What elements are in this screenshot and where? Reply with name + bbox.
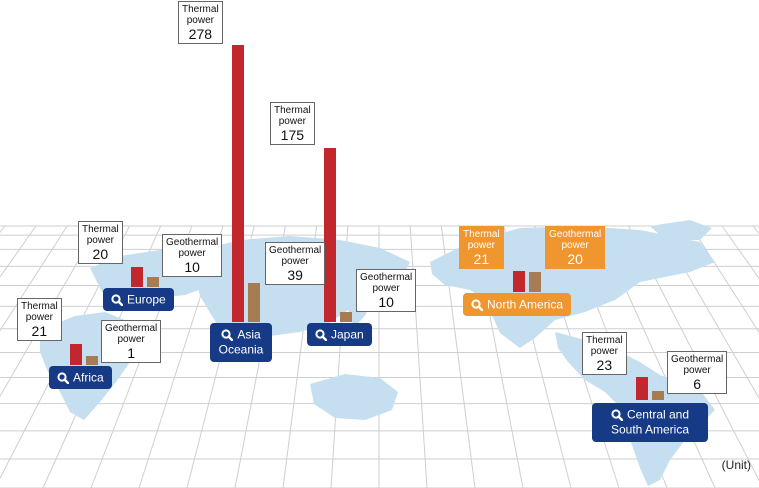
callout-value: 10 bbox=[378, 294, 394, 310]
region-button-africa[interactable]: Africa bbox=[49, 366, 112, 390]
bar-geothermal-north-america bbox=[529, 272, 541, 292]
region-button-north-america[interactable]: North America bbox=[463, 293, 572, 317]
grid-line bbox=[752, 225, 759, 235]
callout-label-line2: power bbox=[186, 15, 214, 26]
callout-label-line1: Thermal bbox=[463, 229, 500, 240]
callout-label-line2: power bbox=[278, 116, 306, 127]
callout-label-line1: Geothermal bbox=[671, 354, 724, 365]
magnifier-icon bbox=[221, 329, 234, 341]
callout-label-line2: power bbox=[178, 248, 206, 259]
callout-value: 21 bbox=[31, 323, 48, 339]
continent-greenland bbox=[650, 220, 712, 240]
callout-label-line2: power bbox=[86, 235, 114, 246]
bar-geothermal-central-and-south-america bbox=[652, 391, 664, 400]
callout-value: 23 bbox=[596, 357, 613, 373]
callout-label-line1: Geothermal bbox=[269, 245, 322, 256]
callout-value: 20 bbox=[567, 251, 583, 267]
callout-label-line2: power bbox=[281, 256, 309, 267]
callout-value: 20 bbox=[92, 246, 109, 262]
region-button-central-and-south-america[interactable]: Central and South America bbox=[592, 403, 708, 442]
callout-value: 10 bbox=[184, 259, 200, 275]
callout-label-line1: Thermal bbox=[182, 4, 219, 15]
callout-value: 21 bbox=[473, 251, 490, 267]
callout-label-line2: power bbox=[683, 365, 711, 376]
grid-line bbox=[0, 225, 37, 278]
region-button-label: Africa bbox=[73, 370, 104, 385]
bar-geothermal-europe bbox=[147, 277, 159, 287]
callout-label-line1: Thermal bbox=[586, 335, 623, 346]
region-button-label: Europe bbox=[127, 292, 166, 307]
callout-label-line1: Geothermal bbox=[166, 237, 219, 248]
callout-label-line1: Geothermal bbox=[105, 323, 158, 334]
callout-label-line2: power bbox=[117, 334, 145, 345]
grid-line bbox=[690, 225, 759, 334]
callout-label-line1: Thermal bbox=[21, 301, 58, 312]
unit-label: (Unit) bbox=[721, 458, 751, 472]
bar-thermal-north-america bbox=[513, 271, 525, 292]
callout-value: 39 bbox=[287, 267, 303, 283]
region-button-label: Asia Oceania bbox=[218, 327, 264, 357]
bar-thermal-africa bbox=[70, 344, 82, 365]
region-button-europe[interactable]: Europe bbox=[103, 288, 174, 312]
callout-label-line1: Geothermal bbox=[360, 272, 413, 283]
magnifier-icon bbox=[611, 409, 623, 421]
callout-value: 278 bbox=[188, 26, 213, 42]
region-button-label: North America bbox=[487, 297, 564, 312]
grid-line bbox=[721, 225, 759, 280]
callout-label-line1: Thermal bbox=[274, 105, 311, 116]
callout-label-line2: power bbox=[25, 312, 53, 323]
region-button-label: Central and South America bbox=[610, 407, 690, 437]
grid-line bbox=[409, 225, 428, 488]
bar-geothermal-asia-oceania bbox=[248, 283, 260, 322]
callout-label-line1: Geothermal bbox=[549, 229, 602, 240]
callout-label-line2: power bbox=[467, 240, 495, 251]
grid-line bbox=[0, 225, 99, 398]
magnifier-icon bbox=[111, 294, 123, 306]
callout-value: 1 bbox=[127, 345, 136, 361]
bar-geothermal-japan bbox=[340, 312, 352, 322]
callout-label-line2: power bbox=[590, 346, 618, 357]
bar-thermal-central-and-south-america bbox=[636, 377, 648, 400]
callout-label-line2: power bbox=[372, 283, 400, 294]
bar-geothermal-africa bbox=[86, 356, 98, 365]
callout-value: 6 bbox=[693, 376, 702, 392]
callout-label-line2: power bbox=[561, 240, 589, 251]
region-button-japan[interactable]: Japan bbox=[307, 323, 372, 347]
magnifier-icon bbox=[315, 329, 327, 341]
grid-line bbox=[0, 225, 6, 233]
region-button-label: Japan bbox=[331, 327, 364, 342]
grid-line bbox=[0, 225, 68, 332]
magnifier-icon bbox=[471, 299, 483, 311]
bar-thermal-japan bbox=[324, 147, 336, 322]
callout-label-line1: Thermal bbox=[82, 224, 119, 235]
bar-thermal-europe bbox=[131, 267, 143, 287]
bar-thermal-asia-oceania bbox=[232, 45, 244, 322]
callout-value: 175 bbox=[280, 127, 305, 143]
continent-australia bbox=[310, 374, 398, 420]
magnifier-icon bbox=[57, 372, 69, 384]
region-button-asia-oceania[interactable]: Asia Oceania bbox=[210, 323, 272, 362]
